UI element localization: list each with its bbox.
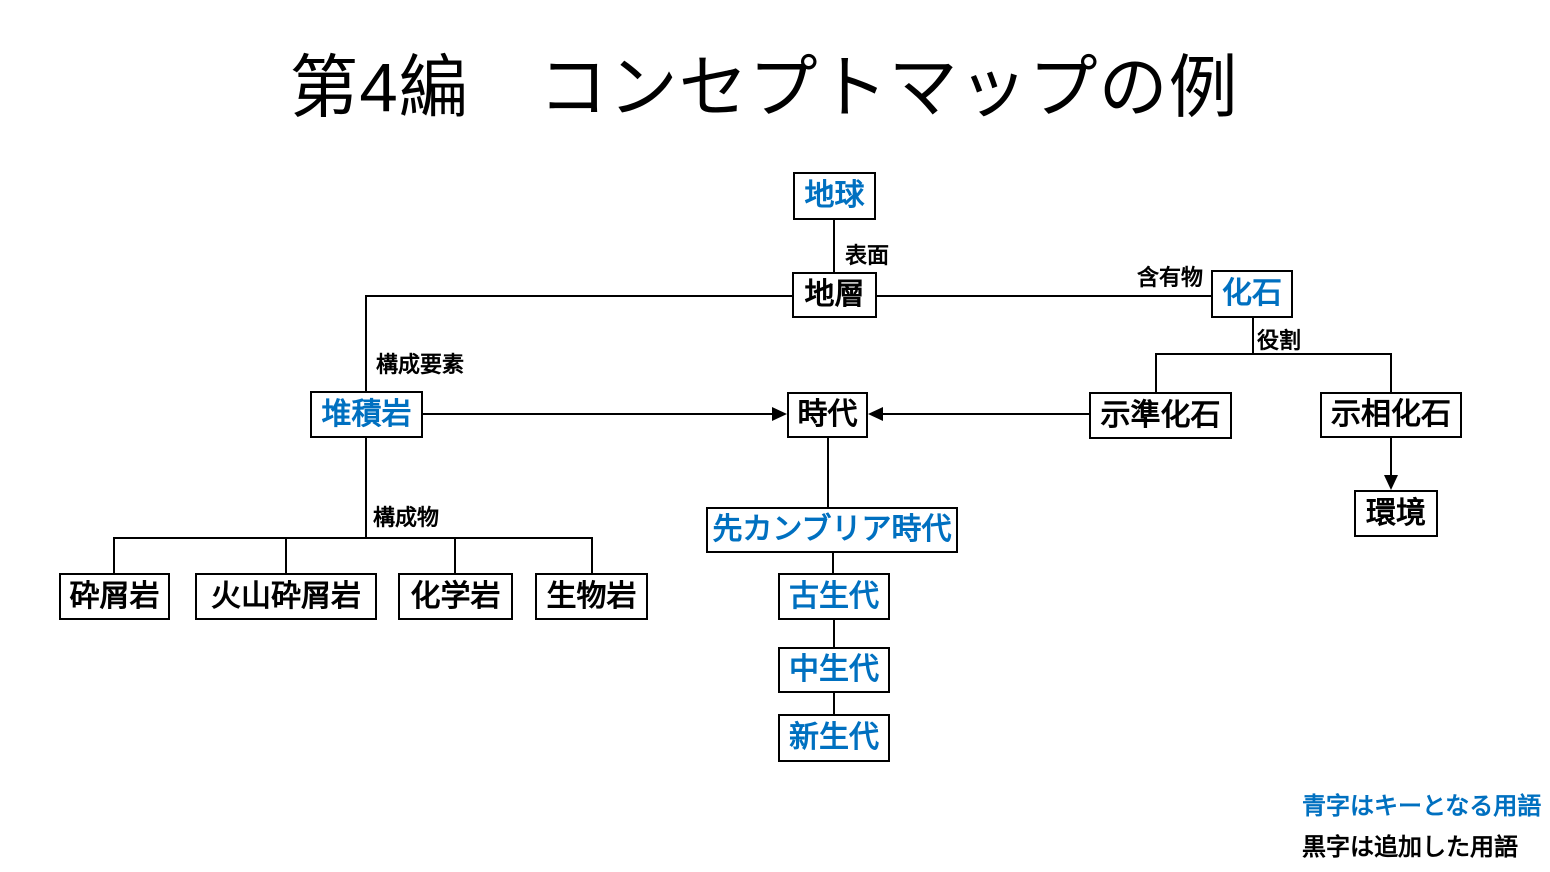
arrowhead-left-into-era	[868, 407, 883, 421]
edge-label-role: 役割	[1257, 328, 1302, 353]
node-precambrian-era: 先カンブリア時代	[706, 507, 958, 553]
node-environment: 環境	[1354, 490, 1438, 537]
edge-label-component-element: 構成要素	[376, 352, 465, 377]
node-index-fossil: 示準化石	[1089, 392, 1232, 439]
node-strata: 地層	[792, 272, 877, 318]
page-title: 第4編 コンセプトマップの例	[289, 49, 1239, 126]
node-sedimentary-rock: 堆積岩	[310, 391, 423, 438]
node-volcaniclastic-rock: 火山砕屑岩	[195, 573, 377, 620]
node-earth: 地球	[793, 172, 876, 220]
node-mesozoic: 中生代	[778, 647, 890, 693]
node-cenozoic: 新生代	[778, 714, 890, 762]
legend-blue-terms: 青字はキーとなる用語	[1302, 793, 1542, 820]
node-biological-rock: 生物岩	[535, 573, 648, 620]
node-facies-fossil: 示相化石	[1320, 392, 1462, 438]
edge-label-surface: 表面	[845, 243, 890, 268]
node-era: 時代	[787, 392, 868, 438]
arrowhead-right-into-era	[772, 407, 787, 421]
node-chemical-rock: 化学岩	[398, 573, 513, 620]
node-clastic-rock: 砕屑岩	[59, 573, 170, 620]
node-paleozoic: 古生代	[778, 573, 890, 620]
legend-black-terms: 黒字は追加した用語	[1302, 834, 1518, 861]
edge-label-inclusion: 含有物	[1137, 265, 1204, 290]
node-fossil: 化石	[1211, 270, 1293, 318]
arrowhead-down-into-environment	[1384, 475, 1398, 490]
edge-label-component: 構成物	[373, 505, 440, 530]
